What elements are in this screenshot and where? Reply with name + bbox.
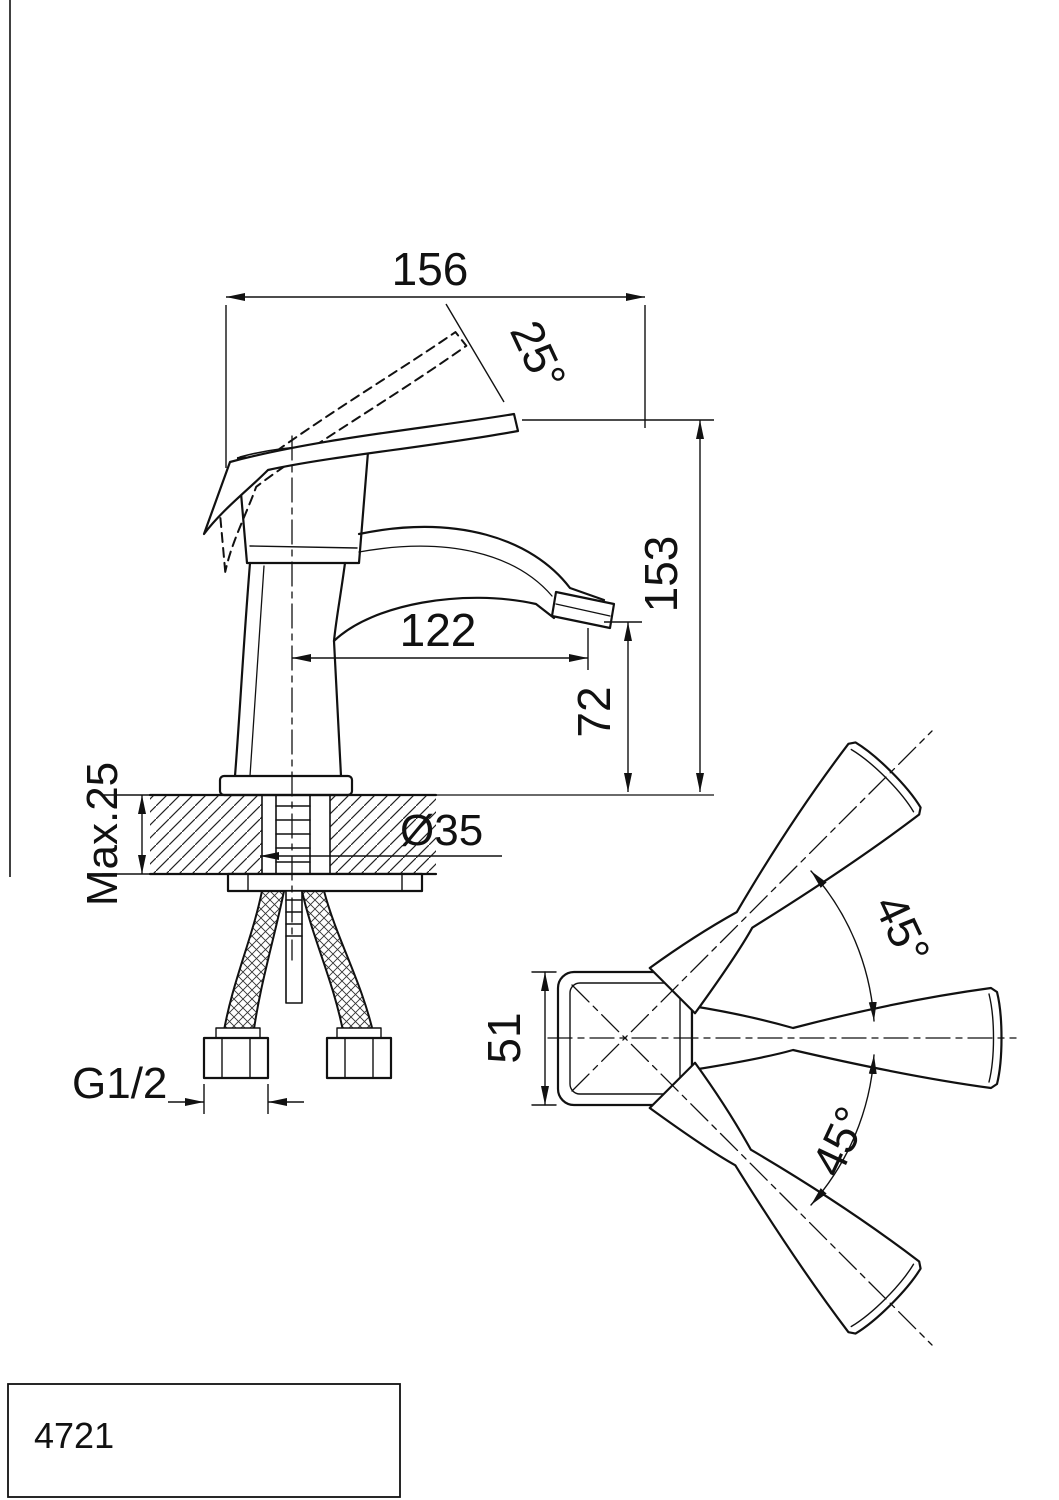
mounting-stud bbox=[285, 890, 303, 1004]
dim-swing-down-label: 45° bbox=[801, 1099, 878, 1184]
dim-height-label: 153 bbox=[635, 536, 687, 613]
dim-spout-height-label: 72 bbox=[568, 686, 620, 737]
handle-lever-dashed bbox=[217, 331, 468, 573]
hose-left bbox=[222, 890, 285, 1037]
model-number: 4721 bbox=[34, 1415, 114, 1456]
hose-nut-left bbox=[202, 1027, 270, 1080]
spout-under-edge bbox=[332, 596, 556, 643]
handle-lever bbox=[202, 412, 520, 536]
spout-top-edge bbox=[357, 525, 606, 602]
base-flange bbox=[218, 774, 354, 797]
column-left-inner bbox=[249, 565, 265, 777]
dim-swing-up-label: 45° bbox=[864, 887, 941, 972]
dim-overall-depth-label: 156 bbox=[392, 243, 469, 295]
dim-handle-width-label: 51 bbox=[478, 1012, 530, 1063]
column-right-edge bbox=[332, 561, 347, 778]
dim-thread-label: G1/2 bbox=[72, 1059, 167, 1108]
hose-right bbox=[301, 890, 375, 1037]
leader-25deg bbox=[445, 303, 505, 403]
handle-top-view: 45° 45° 51 bbox=[478, 730, 1017, 1346]
column-left-edge bbox=[233, 561, 252, 778]
faucet-body-seam bbox=[249, 545, 358, 549]
dim-max-thickness-label: Max.25 bbox=[78, 762, 127, 906]
dim-handle-angle-label: 25° bbox=[500, 313, 577, 398]
mounting-locknut bbox=[226, 872, 424, 893]
swing-arc-up bbox=[810, 870, 877, 1022]
title-block: 4721 bbox=[7, 1383, 401, 1498]
dim-hole-diameter-label: Ø35 bbox=[400, 806, 483, 855]
spout-inner-line bbox=[358, 545, 553, 597]
hose-nut-right bbox=[325, 1027, 393, 1080]
spout-aerator-line bbox=[555, 603, 611, 617]
dim-51 bbox=[531, 971, 557, 1106]
countertop-section bbox=[148, 793, 438, 876]
dim-spout-reach-label: 122 bbox=[400, 604, 477, 656]
threaded-shank bbox=[275, 794, 311, 875]
swing-arc-down bbox=[810, 1054, 877, 1206]
top-view-centerlines bbox=[547, 730, 1017, 1346]
faucet-side-view bbox=[148, 331, 616, 1080]
